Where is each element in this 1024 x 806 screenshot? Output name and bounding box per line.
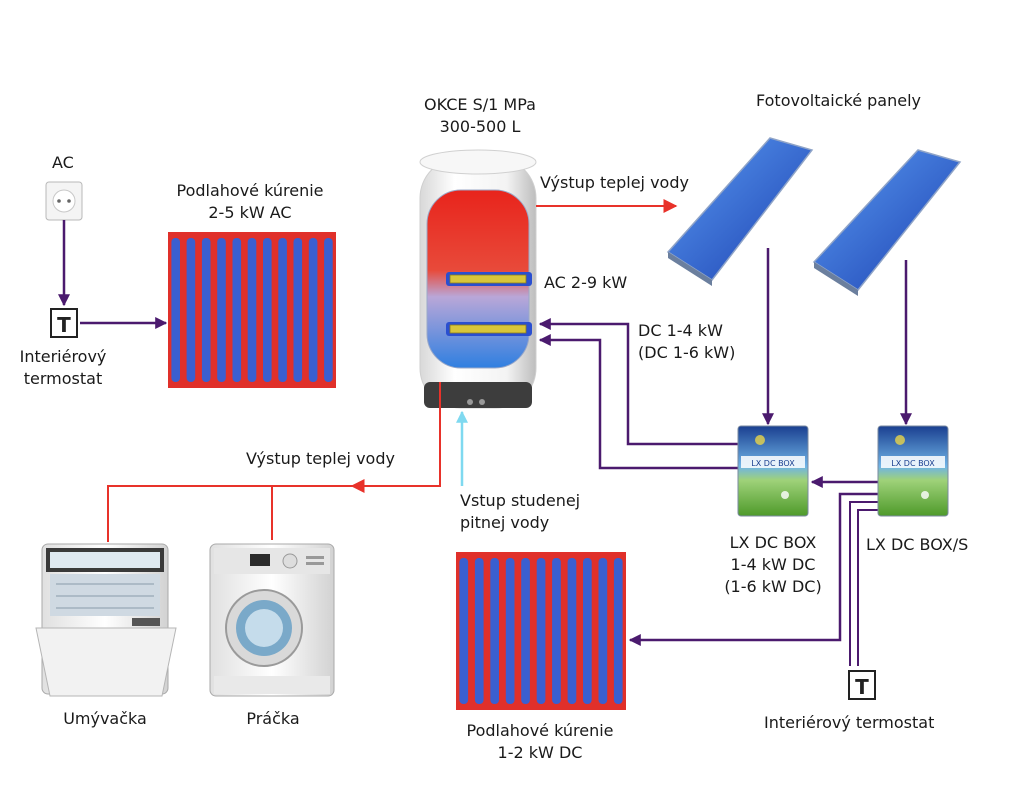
- heating-pipe: [232, 238, 242, 382]
- interior-thermostat-left-line2: termostat: [23, 369, 103, 388]
- lx-dc-box-2: LX DC BOX: [877, 425, 949, 517]
- heating-pipe: [490, 558, 499, 704]
- thermostat-left-icon: T: [50, 308, 78, 338]
- lx-dc-box-1-label: LX DC BOX 1-4 kW DC (1-6 kW DC): [713, 532, 833, 598]
- dishwasher-icon: [35, 543, 177, 697]
- heating-pipe: [567, 558, 577, 704]
- solar-panel-2: [812, 149, 962, 296]
- heating-pipe: [201, 238, 211, 382]
- hot-water-line: [107, 382, 441, 542]
- floor-heating-ac-power: 2-5 kW AC: [208, 203, 292, 222]
- interior-thermostat-right-label: Interiérový termostat: [764, 713, 935, 732]
- dc-heater-power: DC 1-4 kW: [638, 321, 723, 340]
- tank-volume: 300-500 L: [439, 117, 521, 136]
- thermostat-right-icon: T: [848, 670, 876, 700]
- floor-heating-dc-power: 1-2 kW DC: [497, 743, 583, 762]
- lx-dc-box-1-power-alt: (1-6 kW DC): [724, 577, 822, 596]
- power-line: [538, 318, 738, 446]
- heating-pipe: [171, 238, 180, 382]
- heating-pipe: [583, 558, 592, 704]
- power-line: [857, 509, 878, 666]
- heating-pipe: [324, 238, 333, 382]
- dc-heater-label: DC 1-4 kW (DC 1-6 kW): [638, 320, 735, 364]
- box-inner-label: LX DC BOX: [891, 459, 935, 468]
- ac-heater-label: AC 2-9 kW: [544, 273, 628, 292]
- cold-water-in-line1: Vstup studenej: [460, 491, 581, 510]
- floor-heating-dc-label: Podlahové kúrenie 1-2 kW DC: [440, 720, 640, 764]
- washing-machine-label: Práčka: [246, 709, 300, 728]
- lx-dc-box-1-name: LX DC BOX: [729, 533, 817, 552]
- dishwasher-label: Umývačka: [63, 709, 147, 728]
- ac-source-label: AC: [52, 153, 74, 172]
- heating-pipe: [459, 558, 469, 704]
- lx-dc-box-1: LX DC BOX: [737, 425, 809, 517]
- heating-pipe: [278, 238, 287, 382]
- tank-model: OKCE S/1 MPa: [424, 95, 536, 114]
- power-line: [538, 334, 738, 470]
- heating-pipe: [613, 558, 623, 704]
- ac-socket-icon: [45, 181, 83, 221]
- interior-thermostat-left-label: Interiérový termostat: [8, 346, 118, 390]
- floor-heating-dc-grid: [456, 552, 626, 710]
- dc-heater-power-alt: (DC 1-6 kW): [638, 343, 736, 362]
- floor-heating-ac-grid: [168, 232, 336, 388]
- lx-dc-box-2-label: LX DC BOX/S: [866, 535, 969, 554]
- floor-heating-ac-label: Podlahové kúrenie 2-5 kW AC: [150, 180, 350, 224]
- heating-pipe: [293, 238, 303, 382]
- solar-panel-1: [666, 137, 814, 286]
- interior-thermostat-left-line1: Interiérový: [19, 347, 107, 366]
- tank-label: OKCE S/1 MPa 300-500 L: [390, 94, 570, 138]
- washing-machine-icon: [209, 543, 335, 697]
- pv-panels-label: Fotovoltaické panely: [756, 91, 921, 110]
- cold-water-in-label: Vstup studenej pitnej vody: [460, 490, 580, 534]
- heating-pipe: [217, 238, 226, 382]
- hot-water-out-bottom-label: Výstup teplej vody: [246, 449, 395, 468]
- heating-pipe: [474, 558, 484, 704]
- heating-pipe: [536, 558, 546, 704]
- heating-pipe: [505, 558, 515, 704]
- power-line: [628, 492, 878, 646]
- floor-heating-ac-title: Podlahové kúrenie: [176, 181, 324, 200]
- heating-pipe: [263, 238, 272, 382]
- heating-pipe: [521, 558, 530, 704]
- power-line: [849, 501, 878, 666]
- floor-heating-dc-title: Podlahové kúrenie: [466, 721, 614, 740]
- water-tank: [419, 149, 537, 409]
- heating-pipe: [598, 558, 608, 704]
- heating-pipe: [247, 238, 257, 382]
- lx-dc-box-1-power: 1-4 kW DC: [730, 555, 816, 574]
- cold-water-in-line2: pitnej vody: [460, 513, 550, 532]
- hot-water-out-top-label: Výstup teplej vody: [540, 173, 689, 192]
- heating-pipe: [552, 558, 561, 704]
- heating-pipe: [186, 238, 196, 382]
- box-inner-label: LX DC BOX: [751, 459, 795, 468]
- heating-pipe: [308, 238, 318, 382]
